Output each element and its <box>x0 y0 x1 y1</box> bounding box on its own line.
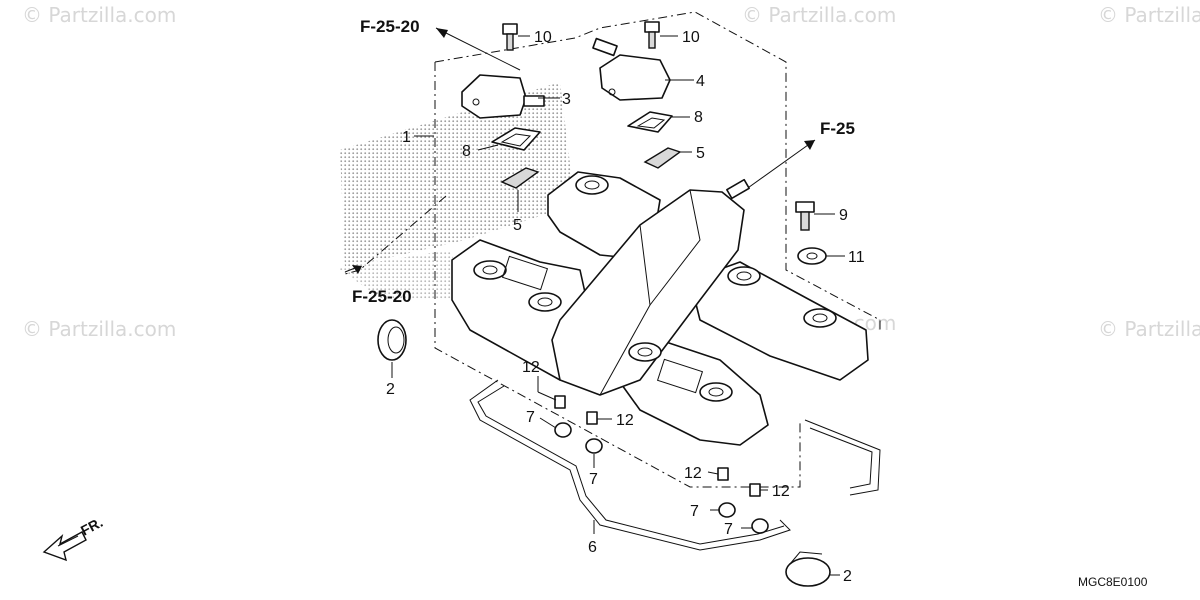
leader-lines <box>391 35 845 576</box>
part-9-bolt <box>795 201 815 231</box>
callout-10-left: 10 <box>534 29 552 46</box>
callout-11: 11 <box>848 249 865 266</box>
callout-4: 4 <box>696 73 705 90</box>
part-4-reed-valve-cover <box>592 37 671 101</box>
watermark-mid-3: © Partzilla.com <box>1098 317 1200 341</box>
plug-bosses <box>473 175 837 402</box>
watermark-top-2: © Partzilla.com <box>742 3 896 27</box>
callout-8-left: 8 <box>462 143 471 160</box>
callout-10-right: 10 <box>682 29 700 46</box>
callout-2-bottom: 2 <box>843 568 852 585</box>
part-2-plug-top <box>377 319 407 361</box>
part-2-plug-bottom <box>785 551 831 587</box>
part-10-bolt-left <box>502 23 518 51</box>
diagram-code: MGC8E0100 <box>1078 575 1148 589</box>
part-3-reed-valve-cover <box>461 74 545 119</box>
front-direction-arrow-icon <box>42 531 87 562</box>
part-5-reed-left <box>500 167 540 189</box>
part-11-washer <box>797 247 827 265</box>
part-1-head-cover <box>451 171 869 446</box>
ref-f25-20-left: F-25-20 <box>352 287 412 306</box>
callout-3: 3 <box>562 91 571 108</box>
ref-f25: F-25 <box>820 119 855 138</box>
watermark-top-1: © Partzilla.com <box>22 3 176 27</box>
part-8-gasket-right <box>627 111 673 133</box>
watermark-top-3: © Partzilla.com <box>1098 3 1200 27</box>
callout-6: 6 <box>588 539 597 556</box>
callout-5-right: 5 <box>696 145 705 162</box>
callout-7-upper-left: 7 <box>526 409 535 426</box>
part-6-gasket <box>469 379 881 551</box>
callout-9: 9 <box>839 207 848 224</box>
callout-12-lower-left: 12 <box>684 465 702 482</box>
part-5-reed-right <box>643 147 682 169</box>
callout-5-left: 5 <box>513 217 522 234</box>
callout-8-right: 8 <box>694 109 703 126</box>
callout-12-upper-right: 12 <box>616 412 634 429</box>
reference-arrows <box>344 27 816 274</box>
part-8-gasket-left <box>491 127 541 151</box>
callout-1: 1 <box>402 129 411 146</box>
ref-f25-20-top: F-25-20 <box>360 17 420 36</box>
callout-7-lower-right: 7 <box>724 521 733 538</box>
watermark-mid-1: © Partzilla.com <box>22 317 176 341</box>
callout-7-upper-center: 7 <box>589 471 598 488</box>
part-7-grommets <box>554 422 769 534</box>
callout-12-lower-right: 12 <box>772 483 790 500</box>
part-10-bolt-right <box>644 21 660 49</box>
callout-7-lower-left: 7 <box>690 503 699 520</box>
callout-2-top: 2 <box>386 381 395 398</box>
callout-12-top-left: 12 <box>522 359 540 376</box>
